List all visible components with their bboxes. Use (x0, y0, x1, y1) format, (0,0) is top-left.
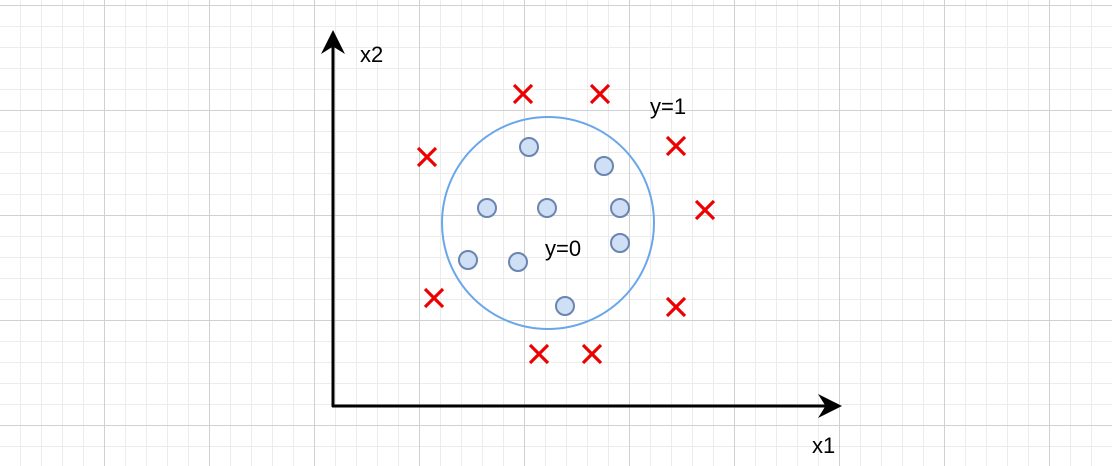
circle-marker-icon (519, 137, 539, 157)
circle-marker-icon (458, 250, 478, 270)
cross-marker-icon (581, 343, 603, 365)
cross-marker-icon (528, 343, 550, 365)
circle-marker-icon (594, 156, 614, 176)
cross-marker-icon (589, 83, 611, 105)
circle-marker-icon (508, 252, 528, 272)
cross-marker-icon (512, 83, 534, 105)
decision-boundary-circle (441, 116, 655, 330)
cross-marker-icon (694, 199, 716, 221)
circle-marker-icon (610, 233, 630, 253)
circle-marker-icon (610, 198, 630, 218)
cross-marker-icon (423, 287, 445, 309)
circle-marker-icon (537, 198, 557, 218)
circle-marker-icon (477, 198, 497, 218)
x2-axis-label: x2 (360, 42, 383, 67)
outer-points-group (416, 83, 716, 365)
cross-marker-icon (665, 135, 687, 157)
cross-marker-icon (665, 296, 687, 318)
inner-points-group (458, 137, 630, 316)
x1-axis-label: x1 (812, 433, 835, 458)
circle-marker-icon (555, 296, 575, 316)
cross-marker-icon (416, 146, 438, 168)
outer-class-label: y=1 (650, 94, 686, 119)
inner-class-label: y=0 (545, 236, 581, 261)
